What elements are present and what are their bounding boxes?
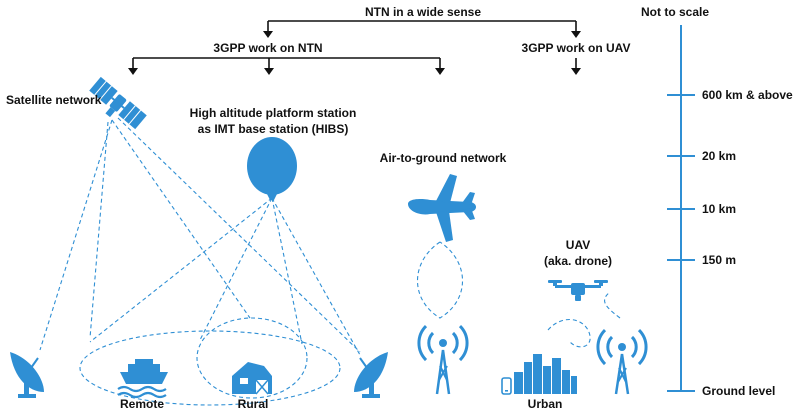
airplane-icon	[408, 174, 476, 242]
scale-tick-label: 150 m	[702, 253, 737, 267]
hierarchy-right-label: 3GPP work on UAV	[521, 41, 631, 55]
barn-icon	[232, 362, 272, 395]
scale-bar	[667, 25, 695, 392]
balloon-icon	[247, 137, 297, 200]
ship-icon	[117, 359, 168, 399]
scale-tick-label: 10 km	[702, 202, 737, 216]
scale-title: Not to scale	[641, 5, 710, 19]
dish-antenna-icon	[10, 352, 44, 398]
dish-antenna-icon	[354, 352, 388, 398]
rural-label: Rural	[237, 397, 269, 411]
uav-label-line1: UAV	[565, 238, 591, 252]
air-to-ground-label: Air-to-ground network	[379, 151, 507, 165]
phone-icon	[501, 377, 512, 395]
hibs-label-line2: as IMT base station (HIBS)	[197, 122, 349, 136]
hierarchy-arrows	[128, 31, 581, 75]
cell-tower-icon	[417, 324, 469, 395]
coverage-links	[39, 117, 621, 406]
uav-label-line2: (aka. drone)	[543, 254, 613, 268]
hibs-label-line1: High altitude platform station	[189, 106, 357, 120]
satellite-icon	[89, 76, 147, 130]
urban-label: Urban	[527, 397, 563, 411]
remote-label: Remote	[119, 397, 165, 411]
scale-tick-label: 20 km	[702, 149, 737, 163]
hierarchy-tree	[132, 20, 577, 70]
hierarchy-top-label: NTN in a wide sense	[364, 5, 482, 19]
scale-tick-label: 600 km & above	[702, 88, 793, 102]
scale-tick-label: Ground level	[702, 384, 776, 398]
cell-tower-icon	[596, 328, 648, 395]
drone-icon	[548, 280, 608, 301]
hierarchy-left-label: 3GPP work on NTN	[213, 41, 323, 55]
satellite-network-label: Satellite network	[6, 93, 102, 107]
city-skyline-icon	[514, 354, 577, 394]
